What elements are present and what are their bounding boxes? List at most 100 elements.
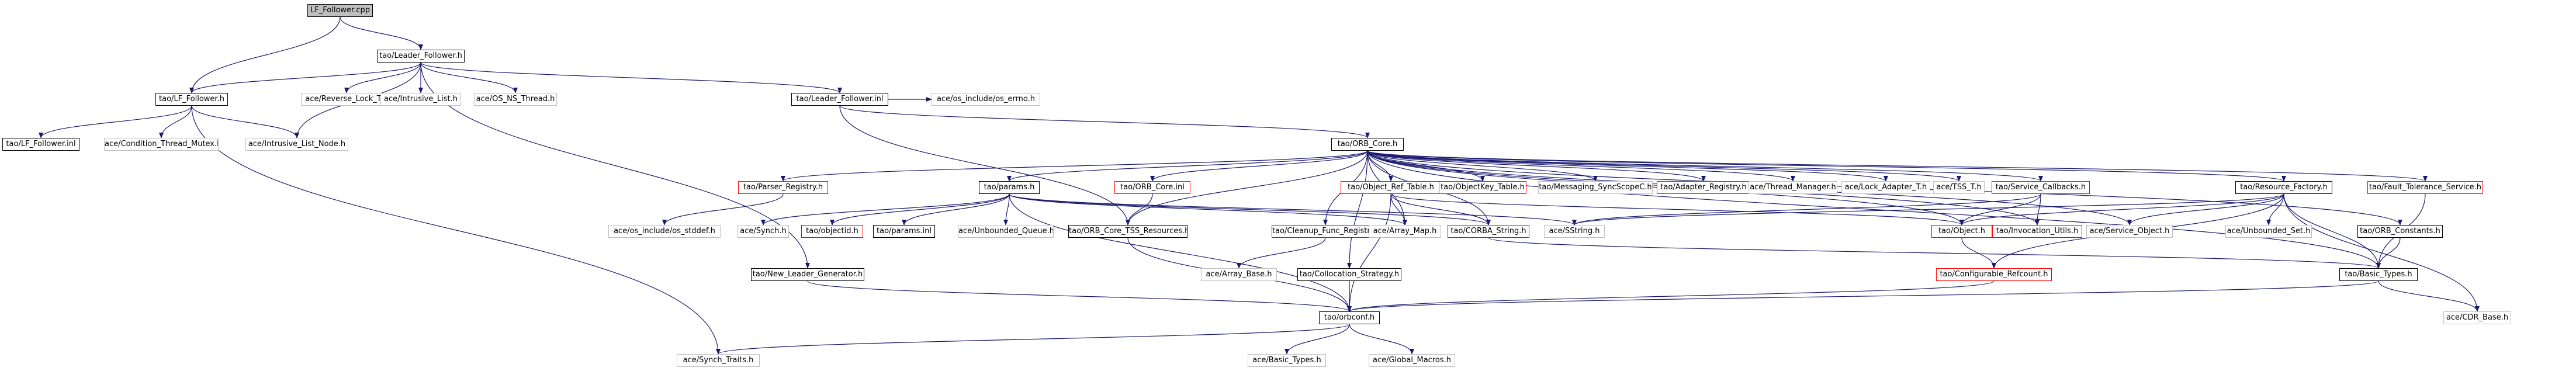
edge-tao-orb-core-h-to-tao-orb-core-inl xyxy=(1150,150,1368,182)
edge-tao-orb-core-h-to-tao-fault-tolerance-service-h xyxy=(1367,150,2428,182)
edge-tao-orb-core-h-to-tao-resource-factory-h xyxy=(1367,150,2286,182)
node-tao-service-callbacks-h[interactable]: tao/Service_Callbacks.h xyxy=(1992,181,2090,194)
edge-tao-parser-registry-h-to-ace-os-include-os-stddef-h xyxy=(662,193,784,226)
node-ace-intrusive-list-node-h: ace/Intrusive_List_Node.h xyxy=(245,138,348,151)
node-tao-configurable-refcount-h[interactable]: tao/Configurable_Refcount.h xyxy=(1936,268,2052,281)
edge-tao-resource-factory-h-to-tao-basic-types-h xyxy=(2283,193,2381,269)
edge-tao-orb-core-h-to-ace-thread-manager-h xyxy=(1367,150,1795,182)
edge-tao-orb-constants-h-to-tao-basic-types-h xyxy=(2376,237,2401,269)
node-tao-parser-registry-h[interactable]: tao/Parser_Registry.h xyxy=(738,181,828,194)
edge-tao-leader-follower-h-to-ace-os-ns-thread-h xyxy=(420,62,518,93)
edge-tao-service-callbacks-h-to-tao-object-h xyxy=(1959,193,2041,226)
node-ace-array-map-h: ace/Array_Map.h xyxy=(1369,225,1441,238)
edge-tao-params-h-to-ace-synch-h xyxy=(761,193,1010,226)
node-ace-unbounded-queue-h: ace/Unbounded_Queue.h xyxy=(958,225,1054,238)
edge-tao-object-ref-table-h-to-tao-object-h xyxy=(1390,193,1964,226)
node-tao-object-h[interactable]: tao/Object.h xyxy=(1931,225,1992,238)
node-tao-orbconf-h[interactable]: tao/orbconf.h xyxy=(1319,311,1380,324)
edge-tao-resource-factory-h-to-ace-sstring-h xyxy=(1572,193,2284,226)
edge-tao-resource-factory-h-to-ace-cdr-base-h xyxy=(2283,193,2480,312)
edge-tao-object-ref-table-h-to-tao-corba-string-h xyxy=(1390,193,1491,226)
edge-tao-resource-factory-h-to-tao-object-h xyxy=(1959,193,2284,226)
edge-lf-follower-cpp-to-tao-leader-follower-h xyxy=(340,16,423,50)
edge-tao-params-h-to-tao-params-inl xyxy=(902,193,1010,226)
node-ace-unbounded-set-h: ace/Unbounded_Set.h xyxy=(2225,225,2312,238)
node-tao-collocation-strategy-h[interactable]: tao/Collocation_Strategy.h xyxy=(1297,268,1401,281)
edge-tao-orb-core-inl-to-tao-orb-core-tss-resources-h xyxy=(1126,193,1153,226)
edge-tao-basic-types-h-to-ace-cdr-base-h xyxy=(2378,280,2480,312)
node-tao-new-leader-generator-h[interactable]: tao/New_Leader_Generator.h xyxy=(751,268,864,281)
edge-tao-params-h-to-tao-corba-string-h xyxy=(1009,193,1491,226)
edge-tao-params-h-to-tao-objectid-h xyxy=(830,193,1010,226)
node-tao-leader-follower-inl[interactable]: tao/Leader_Follower.inl xyxy=(791,93,888,106)
node-tao-basic-types-h[interactable]: tao/Basic_Types.h xyxy=(2339,268,2418,281)
edge-tao-resource-factory-h-to-ace-service-object-h xyxy=(2127,193,2284,226)
node-tao-leader-follower-h[interactable]: tao/Leader_Follower.h xyxy=(377,50,465,63)
edge-lf-follower-cpp-to-tao-lf-follower-h xyxy=(189,16,341,93)
node-tao-resource-factory-h[interactable]: tao/Resource_Factory.h xyxy=(2235,181,2332,194)
edge-tao-lf-follower-h-to-tao-lf-follower-inl xyxy=(39,105,192,138)
node-tao-fault-tolerance-service-h[interactable]: tao/Fault_Tolerance_Service.h xyxy=(2367,181,2483,194)
edge-tao-leader-follower-h-to-tao-leader-follower-inl xyxy=(420,62,842,93)
edge-tao-orb-core-h-to-tao-collocation-strategy-h xyxy=(1347,150,1368,269)
node-ace-os-ns-thread-h: ace/OS_NS_Thread.h xyxy=(474,93,557,106)
edge-tao-corba-string-h-to-tao-basic-types-h xyxy=(1488,237,2381,269)
edge-tao-params-h-to-tao-orbconf-h xyxy=(1009,193,1352,312)
node-ace-synch-traits-h: ace/Synch_Traits.h xyxy=(677,354,760,367)
node-ace-os-include-os-errno-h: ace/os_include/os_errno.h xyxy=(932,93,1040,106)
edge-tao-leader-follower-inl-to-tao-orb-core-tss-resources-h xyxy=(839,105,1130,226)
edge-tao-orb-core-h-to-tao-service-callbacks-h xyxy=(1367,150,2043,182)
node-tao-params-h[interactable]: tao/params.h xyxy=(979,181,1040,194)
node-tao-orb-core-inl[interactable]: tao/ORB_Core.inl xyxy=(1114,181,1190,194)
edge-tao-params-h-to-ace-sstring-h xyxy=(1009,193,1577,226)
node-ace-service-object-h: ace/Service_Object.h xyxy=(2086,225,2173,238)
node-tao-corba-string-h[interactable]: tao/CORBA_String.h xyxy=(1448,225,1529,238)
node-ace-synch-h: ace/Synch.h xyxy=(738,225,789,238)
node-tao-orb-constants-h[interactable]: tao/ORB_Constants.h xyxy=(2357,225,2443,238)
node-tao-cleanup-func-registry-h[interactable]: tao/Cleanup_Func_Registry.h xyxy=(1272,225,1379,238)
node-tao-orb-core-h[interactable]: tao/ORB_Core.h xyxy=(1331,138,1404,151)
edge-tao-params-h-to-ace-array-map-h xyxy=(1009,193,1407,226)
edge-tao-service-callbacks-h-to-ace-sstring-h xyxy=(1572,193,2041,226)
edge-tao-orb-core-h-to-tao-adapter-registry-h xyxy=(1367,150,1706,182)
node-tao-invocation-utils-h[interactable]: tao/Invocation_Utils.h xyxy=(1992,225,2082,238)
edge-tao-object-h-to-tao-configurable-refcount-h xyxy=(1961,237,1996,269)
node-tao-object-ref-table-h[interactable]: tao/Object_Ref_Table.h xyxy=(1341,181,1441,194)
edge-tao-orbconf-h-to-ace-global-macros-h xyxy=(1349,324,1414,355)
edge-tao-object-ref-table-h-to-tao-orbconf-h xyxy=(1347,193,1391,312)
node-tao-messaging-syncscopec-h: tao/Messaging_SyncScopeC.h xyxy=(1538,181,1653,194)
node-tao-objectid-h[interactable]: tao/objectid.h xyxy=(801,225,863,238)
edge-tao-basic-types-h-to-tao-orbconf-h xyxy=(1347,280,2379,312)
edge-tao-leader-follower-h-to-ace-reverse-lock-t-h xyxy=(344,62,421,93)
node-ace-sstring-h: ace/SString.h xyxy=(1544,225,1605,238)
node-ace-global-macros-h: ace/Global_Macros.h xyxy=(1369,354,1455,367)
node-ace-array-base-h: ace/Array_Base.h xyxy=(1201,268,1277,281)
node-tao-lf-follower-inl[interactable]: tao/LF_Follower.inl xyxy=(2,138,79,151)
node-tao-lf-follower-h[interactable]: tao/LF_Follower.h xyxy=(155,93,228,106)
node-tao-objectkey-table-h[interactable]: tao/ObjectKey_Table.h xyxy=(1439,181,1526,194)
edge-tao-resource-factory-h-to-ace-unbounded-set-h xyxy=(2266,193,2284,226)
node-ace-lock-adapter-t-h: ace/Lock_Adapter_T.h xyxy=(1841,181,1930,194)
edge-tao-orbconf-h-to-ace-synch-traits-h xyxy=(716,324,1350,355)
node-lf-follower-cpp[interactable]: LF_Follower.cpp xyxy=(307,4,373,17)
edge-tao-new-leader-generator-h-to-tao-orbconf-h xyxy=(807,280,1352,312)
edge-tao-lf-follower-h-to-ace-condition-thread-mutex-h xyxy=(159,105,192,138)
node-ace-condition-thread-mutex-h: ace/Condition_Thread_Mutex.h xyxy=(104,138,219,151)
node-tao-params-inl[interactable]: tao/params.inl xyxy=(873,225,935,238)
edge-tao-configurable-refcount-h-to-tao-orbconf-h xyxy=(1347,280,1995,312)
edge-tao-orbconf-h-to-ace-basic-types-h xyxy=(1284,324,1350,355)
edge-tao-cleanup-func-registry-h-to-ace-array-base-h xyxy=(1237,237,1326,269)
edge-layer xyxy=(39,16,2480,355)
node-tao-orb-core-tss-resources-h[interactable]: tao/ORB_Core_TSS_Resources.h xyxy=(1068,225,1187,238)
edge-tao-orb-core-h-to-tao-params-h xyxy=(1007,150,1368,182)
node-tao-adapter-registry-h[interactable]: tao/Adapter_Registry.h xyxy=(1657,181,1750,194)
edge-tao-orb-core-h-to-ace-tss-t-h xyxy=(1367,150,1961,182)
node-ace-cdr-base-h: ace/CDR_Base.h xyxy=(2443,311,2511,324)
edge-tao-orb-core-h-to-tao-orb-core-tss-resources-h xyxy=(1126,150,1368,226)
node-ace-reverse-lock-t-h: ace/Reverse_Lock_T.h xyxy=(301,93,392,106)
edge-tao-orb-core-h-to-ace-lock-adapter-t-h xyxy=(1367,150,1888,182)
node-ace-os-include-os-stddef-h: ace/os_include/os_stddef.h xyxy=(608,225,721,238)
edge-tao-params-h-to-ace-unbounded-queue-h xyxy=(1003,193,1010,226)
edge-tao-leader-follower-h-to-tao-lf-follower-h xyxy=(189,62,421,93)
edge-tao-leader-follower-inl-to-tao-orb-core-h xyxy=(839,105,1370,138)
